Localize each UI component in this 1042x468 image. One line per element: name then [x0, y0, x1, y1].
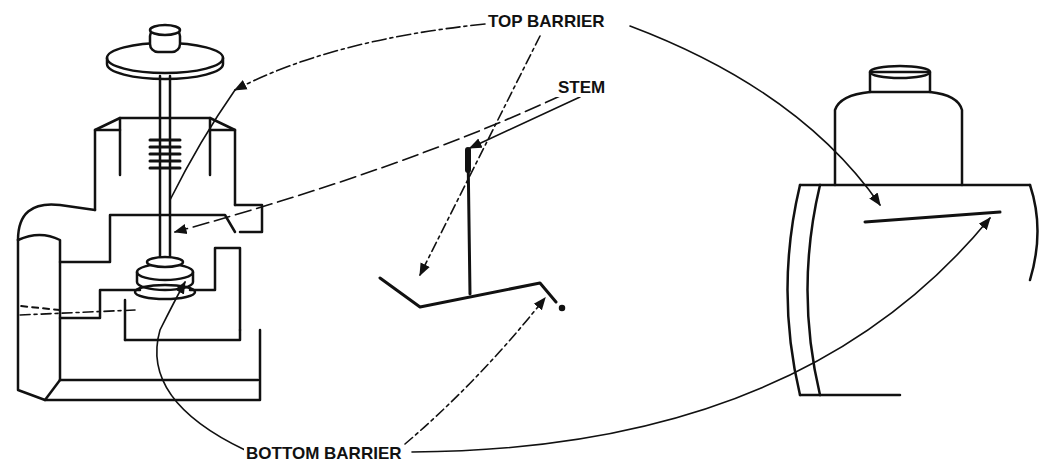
leader-lines [20, 24, 990, 452]
part-label: BOTTOM BARRIER [244, 444, 404, 463]
barrier-schematic [380, 150, 564, 310]
part-label: TOP BARRIER [486, 12, 607, 31]
part-label: STEM [556, 78, 607, 97]
globe-valve-cutaway [18, 25, 262, 400]
valve-body-fitting [788, 66, 1038, 395]
